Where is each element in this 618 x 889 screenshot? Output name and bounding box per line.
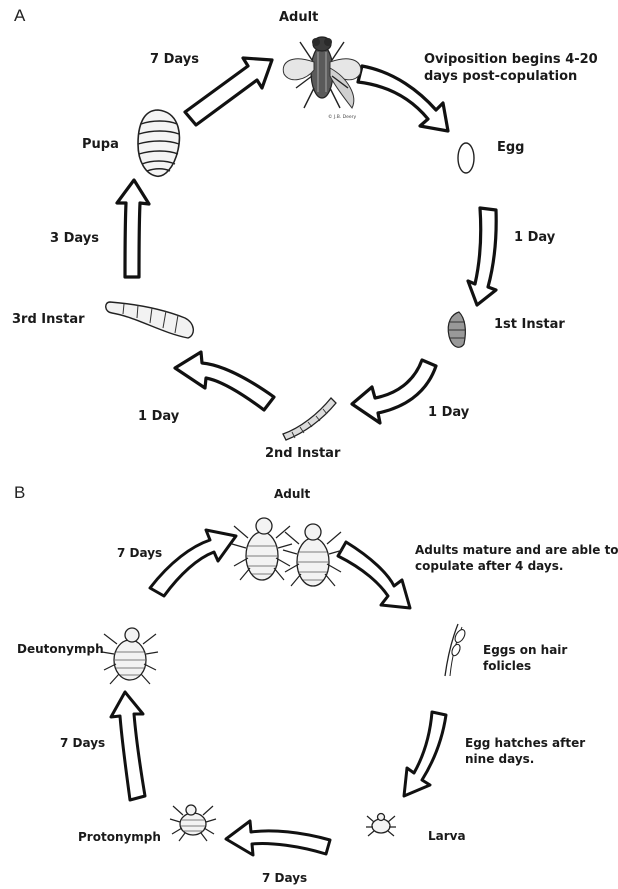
panel-a-fly-life-cycle: .arw { fill: #ffffff; stroke: #111; stro… (12, 6, 598, 461)
arrow-second-to-third-instar (173, 350, 276, 412)
oviposition-line-1: Oviposition begins 4-20 (424, 52, 598, 67)
third-to-pupa-interval: 3 Days (50, 231, 99, 246)
adult-label: Adult (279, 10, 319, 25)
eggs-line-1: Eggs on hair (483, 643, 568, 657)
arrow-third-instar-to-pupa (115, 178, 151, 279)
panel-b-letter: B (14, 483, 26, 502)
egg-to-first-interval: 1 Day (514, 230, 556, 245)
larva-illustration (366, 812, 396, 837)
oviposition-line-2: days post-copulation (424, 69, 578, 84)
arrow-egg-to-first-instar (466, 206, 498, 307)
second-to-third-interval: 1 Day (138, 409, 180, 424)
egg-illustration (457, 142, 475, 174)
egg-hatches-line-2: nine days. (465, 752, 535, 766)
adult-mite-illustration-right (282, 523, 344, 587)
protonymph-to-deutonymph-interval: 7 Days (60, 736, 106, 750)
eggs-on-hair-illustration (444, 623, 466, 677)
adult-fly-illustration (282, 36, 362, 109)
first-instar-label: 1st Instar (494, 317, 565, 332)
protonymph-illustration (169, 804, 217, 842)
larva-to-protonymph-interval: 7 Days (262, 871, 308, 885)
arrow-first-to-second-instar (350, 358, 438, 425)
panel-b-mite-life-cycle: .arwb { fill: #ffffff; stroke: #111; str… (0, 474, 618, 889)
egg-hatches-line-1: Egg hatches after (465, 736, 586, 750)
arrow-adult-to-egg (356, 64, 450, 133)
arrow-protonymph-to-deutonymph (109, 690, 147, 802)
deutonymph-label: Deutonymph (17, 642, 104, 656)
mite-adult-label: Adult (274, 487, 311, 501)
arrow-pupa-to-adult (183, 56, 274, 127)
panel-b-artwork: .arwb { fill: #ffffff; stroke: #111; str… (101, 517, 466, 857)
arrow-larva-to-protonymph (224, 819, 332, 857)
pupa-to-adult-interval: 7 Days (150, 52, 199, 67)
eggs-line-2: folicles (483, 659, 532, 673)
adults-mature-line-1: Adults mature and are able to (415, 543, 618, 557)
deutonymph-illustration (101, 627, 159, 685)
pupa-label: Pupa (82, 137, 119, 152)
second-instar-label: 2nd Instar (265, 446, 341, 461)
first-to-second-interval: 1 Day (428, 405, 470, 420)
egg-label: Egg (497, 140, 525, 155)
second-instar-illustration (282, 397, 337, 441)
third-instar-illustration (105, 301, 194, 339)
third-instar-label: 3rd Instar (12, 312, 85, 327)
arrow-adult-to-eggs (336, 540, 412, 610)
arrow-eggs-to-larva (402, 710, 448, 798)
protonymph-label: Protonymph (78, 830, 161, 844)
pupa-illustration (137, 109, 181, 177)
panel-a-artwork: .arw { fill: #ffffff; stroke: #111; stro… (105, 36, 498, 441)
arrow-deutonymph-to-adult (148, 528, 238, 598)
image-credit: © J.B. Deery (328, 113, 356, 120)
first-instar-illustration (447, 311, 466, 348)
adult-mite-illustration-left (231, 517, 293, 581)
larva-label: Larva (428, 829, 466, 843)
panel-a-letter: A (14, 6, 26, 25)
deutonymph-to-adult-interval: 7 Days (117, 546, 163, 560)
adults-mature-line-2: copulate after 4 days. (415, 559, 564, 573)
